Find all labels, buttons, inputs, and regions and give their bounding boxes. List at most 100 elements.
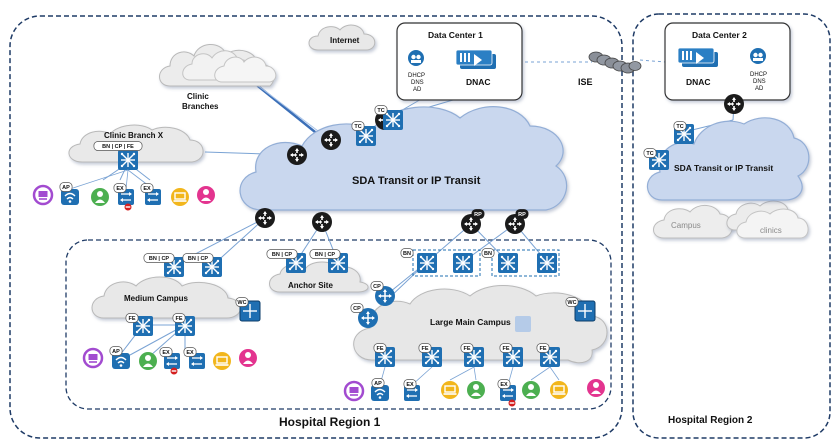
dc1-services-icon bbox=[408, 50, 424, 66]
large-bn-group-1 bbox=[412, 249, 481, 277]
ap-badge bbox=[59, 182, 73, 192]
fe-badge bbox=[536, 343, 550, 353]
ex-badge bbox=[497, 379, 511, 389]
data-center-2-title: Data Center 2 bbox=[692, 30, 747, 40]
large-bn-3-icon bbox=[497, 252, 519, 274]
ex-badge-label: EX bbox=[186, 350, 194, 356]
fe-badge bbox=[125, 313, 139, 323]
clinic-branches-cloud bbox=[159, 44, 277, 87]
ex-badge bbox=[183, 347, 197, 357]
sda-transit-label-1: SDA Transit or IP Transit bbox=[352, 175, 481, 187]
fe-badge bbox=[418, 343, 432, 353]
anchor-site-label: Anchor Site bbox=[288, 281, 333, 290]
tc-badge bbox=[673, 121, 687, 131]
transit-router-2-icon bbox=[320, 129, 342, 151]
clinics-cloud bbox=[726, 200, 809, 239]
bn-cp-badge-label: BN | CP bbox=[149, 256, 170, 262]
dc2-services-icon bbox=[750, 48, 766, 64]
ex-badge bbox=[140, 183, 154, 193]
user-icon bbox=[139, 352, 157, 370]
transit-router-4-icon bbox=[311, 211, 333, 233]
transit-router-3-icon bbox=[254, 207, 276, 229]
ex-badge-label: EX bbox=[116, 186, 124, 192]
region-1-label: Hospital Region 1 bbox=[279, 415, 381, 429]
ex-badge-label: EX bbox=[162, 350, 170, 356]
bn-badge-label: BN bbox=[484, 251, 492, 257]
no-entry-icon bbox=[508, 399, 516, 407]
rp-badge bbox=[471, 209, 485, 219]
dnac-1-appliance-icon bbox=[455, 49, 496, 69]
campus-label: Campus bbox=[671, 221, 701, 230]
clinic-branches-label-1: Clinic bbox=[187, 92, 209, 101]
region-1-border bbox=[9, 15, 623, 439]
rp-badge-label: RP bbox=[518, 212, 526, 218]
fe-badge-label: FE bbox=[539, 346, 546, 352]
fe-badge-label: FE bbox=[502, 346, 509, 352]
large-bn-4-icon bbox=[536, 252, 558, 274]
dc2-services-3: AD bbox=[755, 86, 764, 92]
rp-badge-label: RP bbox=[474, 212, 482, 218]
user-icon bbox=[587, 379, 605, 397]
dc2-services-1: DHCP bbox=[750, 72, 767, 78]
fe-badge-label: FE bbox=[376, 346, 383, 352]
fe-badge-label: FE bbox=[463, 346, 470, 352]
laptop-icon bbox=[170, 187, 190, 207]
clinics-label: clinics bbox=[760, 226, 782, 235]
laptop-icon bbox=[212, 351, 232, 371]
bn-cp-fe-badge bbox=[93, 141, 143, 151]
user-icon bbox=[91, 188, 109, 206]
large-main-campus-label: Large Main Campus bbox=[430, 317, 511, 327]
cp-badge-label: CP bbox=[373, 284, 381, 290]
fe-badge-label: FE bbox=[128, 316, 135, 322]
dnac-2-label: DNAC bbox=[686, 77, 711, 87]
user-icon bbox=[467, 381, 485, 399]
fe-badge bbox=[499, 343, 513, 353]
ex-badge bbox=[113, 183, 127, 193]
clinic-branch-x-label: Clinic Branch X bbox=[104, 131, 164, 140]
ex-badge-label: EX bbox=[406, 382, 414, 388]
bn-cp-badge-label: BN | CP bbox=[272, 252, 293, 258]
tc-badge-label: TC bbox=[354, 124, 361, 130]
ap-badge bbox=[109, 346, 123, 356]
bn-cp-fe-badge-label: BN | CP | FE bbox=[102, 144, 134, 150]
bn-cp-badge bbox=[309, 249, 341, 259]
wc-badge-label: WC bbox=[237, 300, 246, 306]
fe-badge-label: FE bbox=[421, 346, 428, 352]
dc2-services-2: DNS bbox=[753, 79, 766, 85]
region-2-border bbox=[632, 13, 831, 439]
ex-badge bbox=[403, 379, 417, 389]
dc1-services-1: DHCP bbox=[408, 73, 425, 79]
sda-transit-cloud-1 bbox=[239, 106, 568, 211]
internet-label: Internet bbox=[330, 36, 360, 45]
cp-badge bbox=[370, 281, 384, 291]
wc-badge-label: WC bbox=[567, 300, 576, 306]
tc-badge bbox=[351, 121, 365, 131]
bn-cp-badge-label: BN | CP bbox=[315, 252, 336, 258]
dnac-1-label: DNAC bbox=[466, 77, 491, 87]
laptop-icon bbox=[440, 380, 460, 400]
bn-cp-badge bbox=[182, 253, 214, 263]
dc1-services-3: AD bbox=[413, 87, 422, 93]
ap-badge bbox=[371, 378, 385, 388]
ap-badge-label: AP bbox=[62, 185, 70, 191]
sda-transit-label-2: SDA Transit or IP Transit bbox=[674, 163, 773, 173]
ise-server-stack-icon bbox=[588, 51, 642, 74]
cp-badge-label: CP bbox=[353, 306, 361, 312]
medium-campus-label: Medium Campus bbox=[124, 294, 189, 303]
laptop-icon bbox=[549, 380, 569, 400]
user-icon bbox=[522, 381, 540, 399]
large-endpoint-links bbox=[379, 366, 560, 386]
bn-cp-badge-label: BN | CP bbox=[188, 256, 209, 262]
bn-badge bbox=[481, 248, 495, 258]
rp-badge bbox=[515, 209, 529, 219]
transit-router-1-icon bbox=[286, 144, 308, 166]
dnac-2-appliance-icon bbox=[677, 47, 718, 67]
bn-cp-badge bbox=[266, 249, 298, 259]
monitor-icon bbox=[82, 347, 104, 369]
tc-badge bbox=[374, 105, 388, 115]
monitor-icon bbox=[343, 380, 365, 402]
tc-badge bbox=[643, 148, 657, 158]
clinic-branches-label-2: Branches bbox=[182, 102, 219, 111]
wc-badge bbox=[235, 297, 249, 307]
